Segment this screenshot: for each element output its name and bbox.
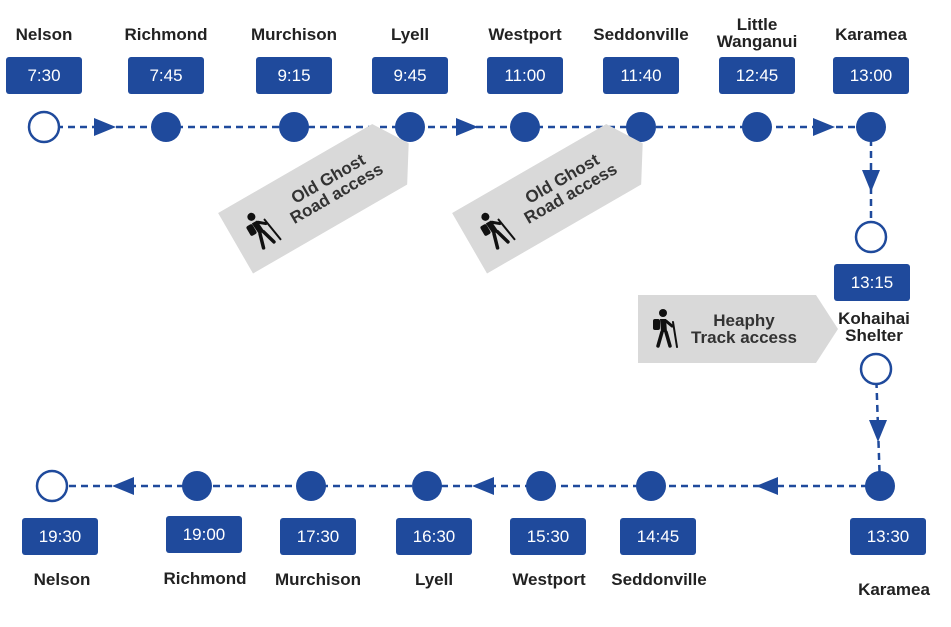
stop-node <box>526 471 556 501</box>
departure-time-box: 9:15 <box>256 57 332 94</box>
stop-name-line: Kohaihai <box>838 309 910 328</box>
stop-label: Westport <box>469 571 629 588</box>
stop-node <box>35 469 69 503</box>
stop-node <box>412 471 442 501</box>
departure-time-box: 19:00 <box>166 516 242 553</box>
stop-label: Murchison <box>214 26 374 43</box>
callout-line: Heaphy <box>713 311 775 330</box>
departure-time-box: 9:45 <box>372 57 448 94</box>
departure-time-box: 7:45 <box>128 57 204 94</box>
stop-name-line: Little <box>736 15 778 34</box>
stop-name-line: Seddonville <box>593 25 689 44</box>
stop-node <box>296 471 326 501</box>
hiker-icon <box>238 204 286 258</box>
departure-time-box: 11:40 <box>603 57 679 94</box>
stop-label: Richmond <box>125 570 285 587</box>
stop-name-line: Karamea <box>835 25 907 44</box>
stop-label: Seddonville <box>561 26 721 43</box>
departure-time-box: 12:45 <box>719 57 795 94</box>
right-connector-lower <box>874 368 882 487</box>
departure-time-box: 13:15 <box>834 264 910 301</box>
stop-label: Nelson <box>0 571 142 588</box>
stop-name-line: Murchison <box>275 570 361 589</box>
departure-time-box: 16:30 <box>396 518 472 555</box>
hiker-icon <box>472 204 520 258</box>
stop-label: Lyell <box>354 571 514 588</box>
departure-time-box: 7:30 <box>6 57 82 94</box>
arrow-left-icon <box>112 477 134 495</box>
departure-time-box: 13:00 <box>833 57 909 94</box>
stop-node <box>27 110 61 144</box>
stop-label: Karamea <box>791 26 951 43</box>
stop-node-kohaihai-depart <box>859 352 893 386</box>
stop-name-line: Richmond <box>124 25 208 44</box>
callout-shape <box>638 295 838 363</box>
stop-name-line: Lyell <box>390 25 430 44</box>
stop-node <box>742 112 772 142</box>
stop-node-kohaihai-arrive <box>854 220 888 254</box>
stop-name-line: Karamea <box>858 580 930 599</box>
departure-time-box: 17:30 <box>280 518 356 555</box>
stop-name-line: Westport <box>488 25 562 44</box>
stop-node <box>395 112 425 142</box>
departure-time-box: 14:45 <box>620 518 696 555</box>
stop-node <box>151 112 181 142</box>
arrow-right-icon <box>813 118 835 136</box>
stop-name-line: Lyell <box>414 570 454 589</box>
arrow-down-icon <box>862 170 880 192</box>
stop-name-line: Wanganui <box>716 32 798 51</box>
callout-line: Track access <box>691 328 797 347</box>
stop-node <box>626 112 656 142</box>
arrow-right-icon <box>94 118 116 136</box>
stop-label: Karamea <box>814 581 951 598</box>
stop-node <box>182 471 212 501</box>
stop-label: Westport <box>445 26 605 43</box>
stop-name-line: Westport <box>512 570 586 589</box>
stop-name-line: Shelter <box>845 326 903 345</box>
stop-name-line: Murchison <box>251 25 337 44</box>
hiker-icon <box>650 308 680 353</box>
stop-name-line: Nelson <box>33 570 91 589</box>
arrow-down-icon <box>869 420 887 442</box>
stop-label: Seddonville <box>579 571 739 588</box>
stop-node <box>636 471 666 501</box>
stop-label: Murchison <box>238 571 398 588</box>
arrow-left-icon <box>472 477 494 495</box>
stop-node <box>856 112 886 142</box>
stop-node <box>510 112 540 142</box>
departure-time-box: 19:30 <box>22 518 98 555</box>
arrow-right-icon <box>456 118 478 136</box>
stop-name-line: Nelson <box>15 25 73 44</box>
stop-node <box>865 471 895 501</box>
stop-name-line: Richmond <box>163 569 247 588</box>
stop-name-line: Seddonville <box>611 570 707 589</box>
stop-label: Lyell <box>330 26 490 43</box>
departure-time-box: 13:30 <box>850 518 926 555</box>
stop-label: Nelson <box>0 26 124 43</box>
departure-time-box: 15:30 <box>510 518 586 555</box>
arrow-left-icon <box>756 477 778 495</box>
departure-time-box: 11:00 <box>487 57 563 94</box>
stop-label: Richmond <box>86 26 246 43</box>
stop-node <box>279 112 309 142</box>
